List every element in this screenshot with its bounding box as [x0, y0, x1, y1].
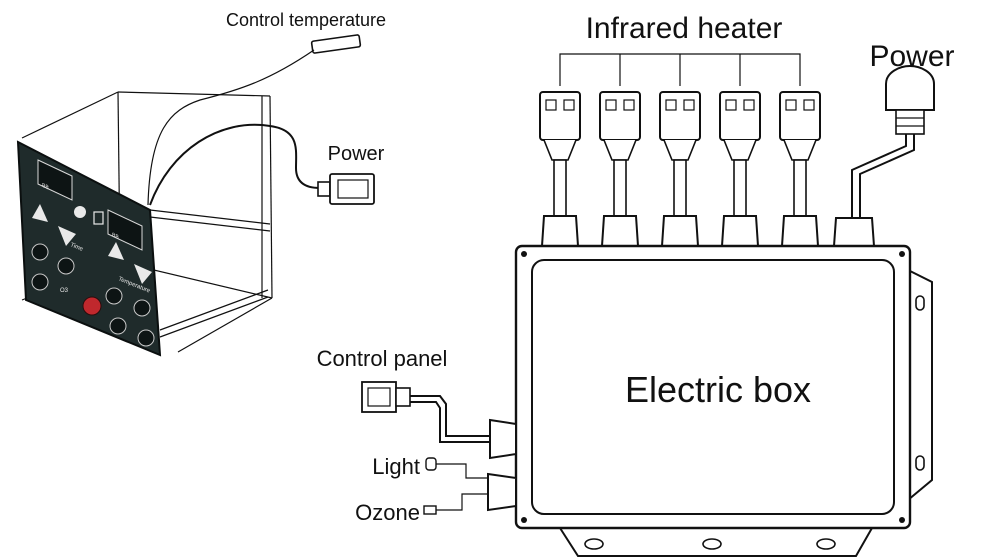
o3-label: O3: [60, 288, 69, 294]
control-panel-gland-icon: [489, 418, 517, 460]
ozone-label: Ozone: [355, 500, 420, 525]
panel-power-connector-icon: [329, 173, 375, 205]
power-button-icon[interactable]: [82, 296, 102, 316]
panel-round-buttons: [31, 243, 155, 347]
panel-power-cable: [149, 123, 375, 206]
light-ozone-cables: [423, 457, 517, 515]
control-panel-label: Control panel: [317, 346, 448, 371]
control-temperature-label: Control temperature: [226, 10, 386, 30]
vol-button-2[interactable]: [133, 299, 151, 317]
temperature-down-arrow-icon[interactable]: [134, 264, 152, 284]
light-button[interactable]: [137, 329, 155, 347]
control-panel-assembly: 88 88 Time Temperature: [16, 34, 375, 357]
panel-power-label: Power: [328, 143, 385, 165]
temperature-sensor: [147, 34, 362, 206]
time-digits: 88: [42, 182, 49, 192]
electric-box: Electric box: [514, 244, 933, 557]
main-power-cable: [851, 134, 907, 218]
wall-plug-icon: [885, 64, 935, 111]
temperature-up-arrow-icon[interactable]: [108, 242, 124, 260]
clock-icon: [74, 206, 86, 218]
light-ozone-gland-icon: [487, 472, 517, 512]
power-cable: [149, 123, 321, 206]
control-panel-cable: [361, 381, 517, 460]
sauna-button[interactable]: [109, 317, 127, 335]
heater-plug-5: [779, 91, 821, 247]
main-power-plug: [832, 64, 935, 247]
power-gland-icon: [832, 217, 876, 247]
sensor-probe-icon: [310, 34, 362, 54]
control-panel-face: [16, 140, 162, 357]
fir-up-button[interactable]: [31, 273, 49, 291]
thermometer-icon: [93, 211, 104, 225]
time-down-arrow-icon[interactable]: [58, 226, 76, 246]
temperature-digits: 88: [112, 231, 119, 241]
tun-button-1[interactable]: [31, 243, 49, 261]
sensor-cable: [147, 49, 315, 206]
infrared-heater-label: Infrared heater: [586, 12, 783, 45]
electric-box-label: Electric box: [625, 369, 811, 410]
heater-plug-4: [719, 91, 761, 247]
electric-box-body: [514, 244, 912, 530]
light-label: Light: [372, 454, 420, 479]
box-mount-ear-right: [907, 269, 933, 501]
main-power-label: Power: [869, 40, 954, 73]
light-connector-icon: [425, 457, 437, 471]
ozone-connector-icon: [423, 505, 437, 515]
time-display: 88: [37, 159, 73, 201]
time-up-arrow-icon[interactable]: [32, 204, 48, 222]
vol-button-1[interactable]: [105, 287, 123, 305]
time-label: Time: [69, 242, 84, 253]
tun-button-2[interactable]: [57, 257, 75, 275]
heater-plug-1: [539, 91, 581, 247]
heater-connectors: [539, 53, 821, 247]
temperature-display: 88: [107, 209, 143, 251]
control-panel-connector-icon: [361, 381, 397, 413]
electric-box-lid: [531, 259, 895, 515]
heater-plug-3: [659, 91, 701, 247]
temperature-arrow-buttons: [108, 242, 152, 284]
time-arrow-buttons: [32, 204, 76, 246]
heater-plug-2: [599, 91, 641, 247]
